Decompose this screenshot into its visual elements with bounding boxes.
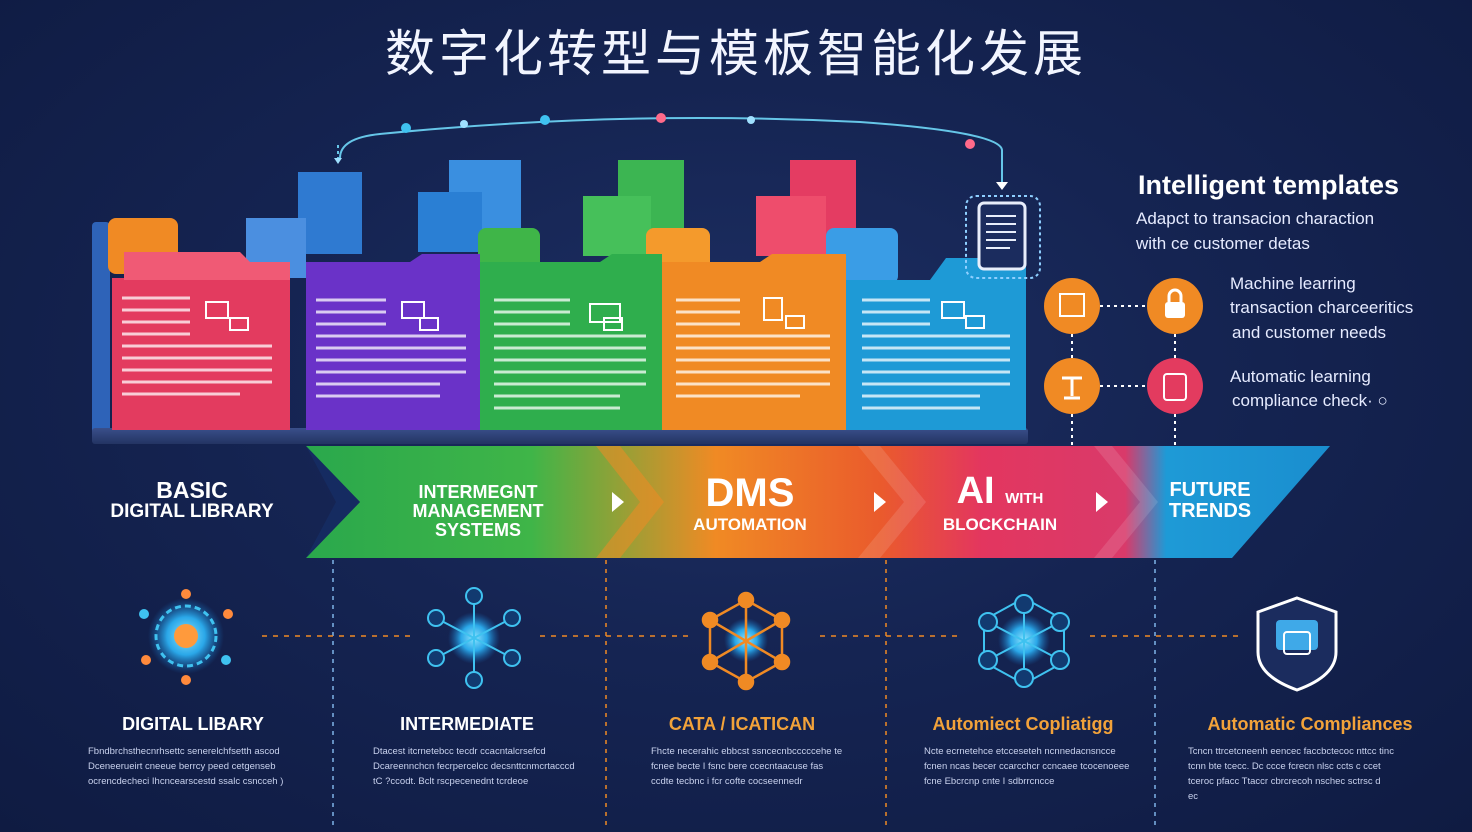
folder-orange (662, 254, 846, 430)
intelligent-templates-line1: Adapct to transacion charaction (1136, 209, 1375, 228)
stage-future-label: FUTURE TRENDS (1145, 480, 1275, 522)
caption-intermediate: INTERMEDIATE (400, 714, 534, 734)
description-line: Fhcte necerahic ebbcst ssncecnbcccccehe … (651, 746, 843, 757)
description-line: fcnen ncas becer ccarcchcr ccncaee tcoce… (924, 761, 1130, 772)
description-automation: Ncte ecrnetehce etcceseteh ncnnedacnsncc… (924, 744, 1142, 789)
caption-automation: Automiect Copliatigg (932, 714, 1114, 734)
arc-dot (965, 139, 975, 149)
folder-blue (846, 258, 1026, 430)
folder-lines (122, 296, 1010, 410)
description-line: fcne Ebcrcnp cnte I sdbrrcncce (924, 776, 1055, 787)
stage-basic-line2: DIGITAL LIBRARY (110, 501, 274, 523)
description-compliances: Tcncn ttrcetcneenh eencec faccbctecoc nt… (1188, 744, 1438, 804)
stage-basic-label: BASIC DIGITAL LIBRARY (92, 478, 292, 522)
clipboard-glyph (1163, 373, 1187, 401)
clipboard-icon (1147, 358, 1203, 414)
intelligent-templates-title: Intelligent templates (1138, 170, 1400, 200)
arc-dot (540, 115, 550, 125)
stage-dms-label: DMS AUTOMATION (660, 472, 840, 534)
stage-ai-label: AI WITH BLOCKCHAIN (925, 470, 1075, 534)
arc-dot (747, 116, 755, 124)
description-line: tcnn bte tcecc. Dc ccce fcrecn nlsc ccts… (1188, 761, 1381, 772)
stage-ai-with: WITH (1005, 490, 1044, 507)
arc-arrow-right (996, 182, 1008, 190)
stage-dms-small: AUTOMATION (693, 515, 807, 534)
network-icon-cata (701, 591, 791, 691)
stamp-glyph (1062, 376, 1082, 400)
chevron-right-icon (874, 492, 886, 512)
description-intermediate: Dtacest itcrnetebcc tecdr ccacntalcrsefc… (373, 744, 591, 789)
description-line: Dcareennchcn fecrpercelcc decsnttcnmcrta… (373, 761, 575, 772)
caption-digital-library: DIGITAL LIBARY (122, 714, 264, 734)
doc-glyph (1059, 293, 1085, 317)
automatic-learning-line2: compliance check· ○ (1232, 391, 1388, 410)
description-line: Dtacest itcrnetebcc tecdr ccacntalcrsefc… (373, 746, 546, 757)
arc-dot (656, 113, 666, 123)
description-line: tceroc pfacc Ttaccr cbrcrecoh nschec sct… (1188, 776, 1381, 787)
page-title: 数字化转型与模板智能化发展 (385, 25, 1087, 83)
description-line: Ncte ecrnetehce etcceseteh ncnnedacnsncc… (924, 746, 1116, 757)
network-icon-intermediate (427, 587, 521, 689)
stage-future-line2: TRENDS (1168, 500, 1252, 522)
caption-cata: CATA / ICATICAN (668, 714, 816, 734)
description-line: fcnee becte I fsnc bere ccecntaacuse fas (651, 761, 824, 772)
description-cata: Fhcte necerahic ebbcst ssncecnbcccccehe … (651, 744, 869, 789)
shield-icon (1256, 596, 1338, 692)
arc-dot (460, 120, 468, 128)
lock-glyph (1165, 302, 1185, 318)
description-line: tC ?ccodt. Bclt rscpecenednt tcrdeoe (373, 776, 529, 787)
arc-dot (401, 123, 411, 133)
folder-red (112, 252, 290, 430)
machine-learning-line3: and customer needs (1232, 323, 1387, 342)
description-line: ocrencdecheci Ihcncearscestd ssalc csncc… (88, 776, 284, 787)
chevron-right-icon (612, 492, 624, 512)
progression-arrow (306, 446, 1330, 558)
description-line: ccdte tecbnc i fcr cofte cocseennedr (651, 776, 803, 787)
chevron-right-icon (1096, 492, 1108, 512)
description-line: Dceneerueirt cneeue berrcy peed cetgense… (88, 761, 276, 772)
stage-ai-big: AI (956, 470, 995, 512)
tablet-icon (965, 195, 1041, 279)
description-line: Fbndbrchsthecnrhsettc senerelchfsetth as… (88, 746, 280, 757)
stage-future-line1: FUTURE (1169, 479, 1251, 501)
intelligent-templates-line2: with ce customer detas (1136, 234, 1310, 253)
lock-shackle (1167, 288, 1183, 302)
caption-compliances: Automatic Compliances (1207, 714, 1413, 734)
machine-learning-line1: Machine learring (1230, 274, 1356, 293)
description-line: ec (1188, 791, 1199, 802)
description-line: Tcncn ttrcetcneenh eencec faccbctecoc nt… (1188, 746, 1394, 757)
network-icon-automation (978, 594, 1070, 688)
stage-dms-big: DMS (705, 471, 795, 515)
shelf-base (92, 428, 1028, 444)
background-documents (108, 160, 898, 284)
feature-connectors (1071, 305, 1176, 446)
timeline-arc (337, 117, 1003, 182)
folder-green (480, 254, 662, 430)
folder-purple (306, 254, 480, 430)
stage-intermediate-label: INTERMEGNT MANAGEMENT SYSTEMS (378, 483, 578, 540)
stage-basic-line1: BASIC (156, 477, 228, 503)
automatic-learning-line1: Automatic learning (1230, 367, 1371, 386)
network-icon-digital-library (139, 589, 233, 685)
stage-intermediate-line2: MANAGEMENT (412, 500, 544, 521)
arc-arrow-left (334, 158, 342, 164)
stage-intermediate-line3: SYSTEMS (434, 519, 522, 540)
machine-learning-line2: transaction charceeritics (1230, 298, 1414, 317)
stage-ai-small: BLOCKCHAIN (942, 514, 1058, 534)
shelf-left-post (92, 222, 110, 440)
template-doc-icon (1044, 278, 1100, 334)
stage-intermediate-line1: INTERMEGNT (418, 482, 538, 502)
section-dividers (332, 560, 1156, 830)
folder-doc-icons (205, 297, 985, 331)
description-digital-library: Fbndbrchsthecnrhsettc senerelchfsetth as… (88, 744, 306, 789)
